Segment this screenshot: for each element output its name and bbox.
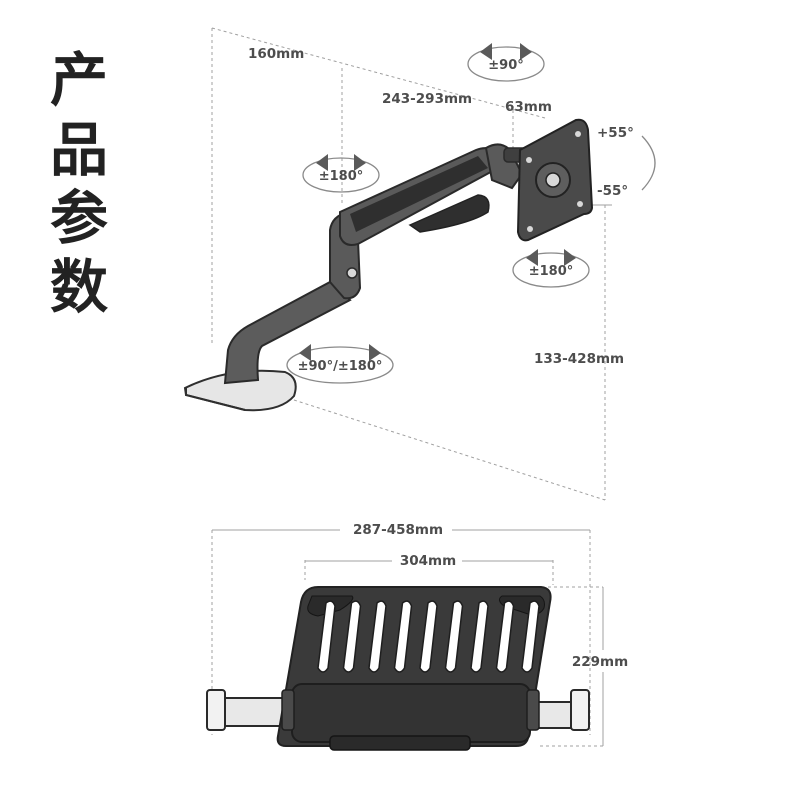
elbow-pivot [346,267,358,279]
rotate-ellipse-icon [286,346,394,384]
rotate-right-arrow-icon [564,249,576,266]
arm-dimension-lines [211,27,612,501]
tray-vent-slot [419,600,438,673]
tray-right-hook [526,689,540,731]
base-swivel-indicator: ±90°/±180° [286,344,394,384]
elbow-swivel-indicator: ±180° [302,154,380,193]
tray-vent-slot [342,600,362,673]
base-swivel-label: ±90°/±180° [298,359,383,374]
tray-vent-slot [470,600,489,673]
head-joint [484,143,524,190]
tray-vent-slot [521,600,540,673]
rotate-left-arrow-icon [316,154,328,171]
vesa-center-hole [545,172,561,188]
top-diagonal-guide [211,27,546,119]
tilt-arc-icon [641,135,656,191]
tray-vent-slots [317,600,540,673]
left-clamp-handle [206,689,226,731]
desk-diagonal-guide [293,399,606,501]
vesa-screw-hole [526,157,532,163]
elbow-swivel-label: ±180° [319,169,364,184]
title-char-4: 数 [49,253,108,321]
tilt-indicator: +55° -55° [597,125,656,199]
tray-vent-slot [368,600,387,673]
tray-vent-slot [317,600,336,673]
rotation-label: ±180° [529,264,574,279]
rotate-right-arrow-icon [354,154,366,171]
rotate-left-arrow-icon [299,344,311,361]
height-label: 133-428mm [534,351,624,367]
clamp-base-edge [185,388,246,411]
vesa-screw-hole [577,201,583,207]
right-clamp-handle [570,689,590,731]
rotation-indicator: ±180° [512,249,590,288]
overall-width-label: 287-458mm [353,522,443,538]
head-swivel-label: ±90° [488,58,523,73]
tray-vent-slot [495,600,515,673]
tray-mount-bracket [329,735,471,751]
reach-label: 243-293mm [382,91,472,107]
upper-arm-cover [350,156,488,232]
vesa-screw-hole [575,131,581,137]
rotate-left-arrow-icon [526,249,538,266]
rotate-ellipse-icon [512,252,590,288]
head-swivel-indicator: ±90° [467,43,545,82]
tray-depth-label: 229mm [572,654,628,670]
gas-spring [408,194,490,233]
tray-width-label: 304mm [400,553,456,569]
vesa-screw-hole [527,226,533,232]
tray-vent-slot [444,600,464,673]
rotate-ellipse-icon [467,46,545,82]
tilt-down-label: -55° [597,183,628,199]
head-offset-label: 63mm [505,99,552,115]
title-char-1: 产 [49,46,108,114]
rotate-ellipse-icon [302,157,380,193]
tray-left-hook [281,689,295,731]
tray-vent-slot [393,600,413,673]
title-char-3: 参 [49,184,108,252]
depth-label: 160mm [248,46,304,62]
rotate-right-arrow-icon [369,344,381,361]
rotate-left-arrow-icon [480,43,492,60]
tilt-up-label: +55° [597,125,634,141]
monitor-arm-illustration [183,118,594,412]
laptop-tray-illustration [206,586,590,751]
tray-front-pad [291,683,531,743]
title-char-2: 品 [49,116,108,184]
rotate-right-arrow-icon [520,43,532,60]
